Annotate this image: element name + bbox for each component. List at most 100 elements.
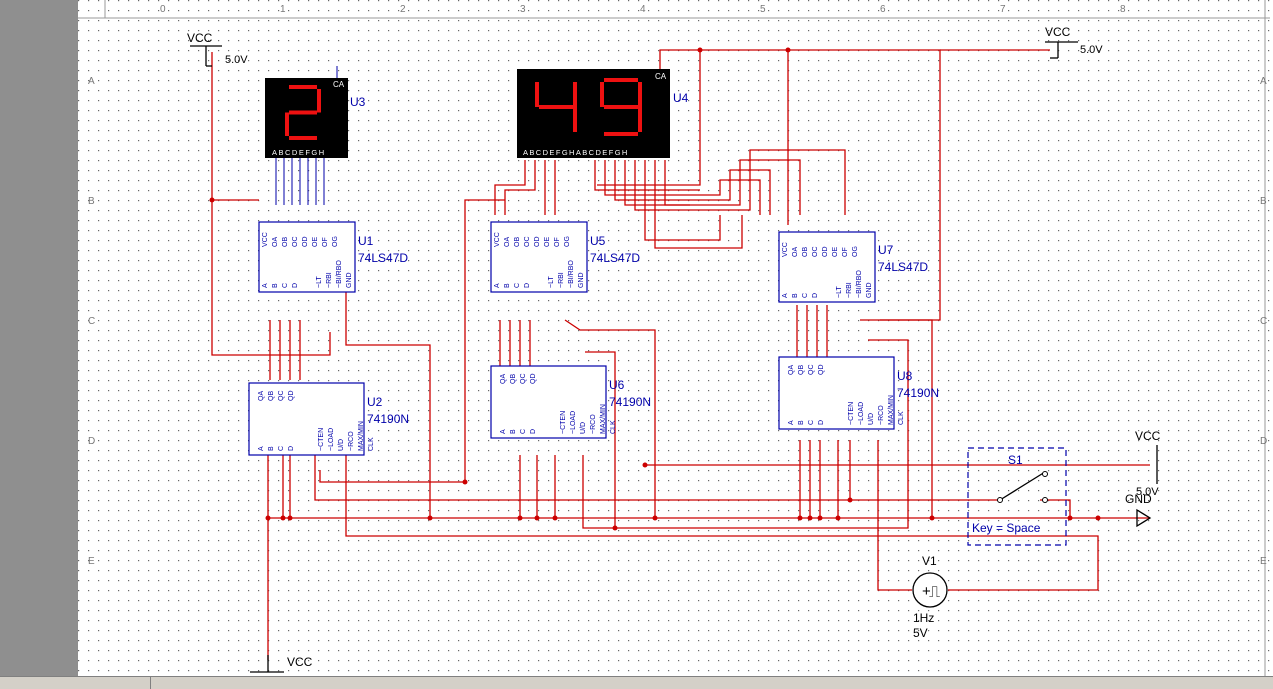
side-ruler: A B C D E A B C D E	[88, 76, 1267, 567]
ruler-col-5: 5	[760, 4, 766, 15]
vcc-source-bottom[interactable]: VCC	[250, 655, 313, 673]
decoder-u7-part: 74LS47D	[878, 260, 928, 274]
u2-pin-bottom-1: B	[268, 446, 275, 451]
schematic-canvas[interactable]: 0 1 2 3 4 5 6 7 8 A B C D E A B C D E	[78, 0, 1273, 676]
u8-pin-bottom-1: B	[798, 420, 805, 425]
ruler-col-1: 1	[280, 4, 286, 15]
ground-symbol[interactable]: GND	[1125, 492, 1152, 528]
u5-pin-bottom-1: B	[504, 283, 511, 288]
u2-pin-top-3: QD	[288, 391, 295, 402]
u5-pin-bottom-7: GND	[578, 272, 585, 288]
counter-u8-part: 74190N	[897, 386, 939, 400]
segment-g	[604, 105, 638, 109]
u5-pin-bottom-3: D	[524, 283, 531, 288]
clock-source-v1[interactable]: + ⎍ V1 1Hz 5V	[912, 554, 948, 640]
u2-pin-bottom-2: C	[278, 446, 285, 451]
segment-b	[573, 82, 577, 107]
u6-pin-bottom-8: MAX/MIN	[600, 404, 607, 434]
vcc-source-top-right[interactable]: VCC 5.0V	[1045, 25, 1103, 59]
vcc-source-right[interactable]: VCC 5.0V	[1135, 429, 1161, 498]
display-u4[interactable]: CA ABCDEFGHABCDEFGH U4	[517, 69, 689, 158]
vcc-source-top-left[interactable]: VCC 5.0V	[187, 31, 248, 67]
vcc-right-label: VCC	[1135, 429, 1161, 443]
u8-pin-bottom-0: A	[788, 420, 795, 425]
u5-pin-top-7: OG	[564, 236, 571, 247]
u8-pin-bottom-7: ~RCO	[878, 405, 885, 425]
counter-u6[interactable]: U6 74190N	[490, 365, 651, 439]
display-u3-digits	[285, 85, 321, 140]
u6-pin-bottom-3: D	[530, 429, 537, 434]
u5-pin-top-0: VCC	[494, 232, 501, 247]
status-bar	[0, 676, 1273, 689]
wires	[211, 49, 1150, 660]
gnd-label: GND	[1125, 492, 1152, 506]
u2-pin-bottom-7: ~RCO	[348, 431, 355, 451]
u7-pin-top-6: OF	[842, 247, 849, 257]
display-u4-digits	[535, 78, 642, 136]
u7-pin-bottom-4: ~LT	[836, 286, 843, 298]
ruler-col-7: 7	[1000, 4, 1006, 15]
segment-c	[638, 107, 642, 132]
u5-pin-bottom-5: ~RBI	[558, 272, 565, 288]
switch-key-label: Key = Space	[972, 521, 1041, 535]
u8-pin-top-2: QC	[808, 365, 815, 376]
u5-pin-bottom-2: C	[514, 283, 521, 288]
u2-pin-bottom-0: A	[258, 446, 265, 451]
u7-pin-bottom-2: C	[802, 293, 809, 298]
decoder-u5[interactable]: U5 74LS47D	[490, 221, 640, 293]
u7-pin-bottom-5: ~RBI	[846, 282, 853, 298]
decoder-u7[interactable]: U7 74LS47D	[778, 231, 928, 303]
clock-v1-freq: 1Hz	[913, 611, 934, 625]
decoder-u5-part: 74LS47D	[590, 251, 640, 265]
u5-pin-top-2: OB	[514, 237, 521, 247]
u5-pin-bottom-6: ~BI/RBO	[568, 260, 575, 288]
u8-pin-bottom-5: ~LOAD	[858, 402, 865, 425]
ruler-row-e-right: E	[1260, 556, 1267, 567]
display-u4-badge: CA	[655, 72, 667, 81]
u2-pin-bottom-4: ~CTEN	[318, 428, 325, 451]
ruler-row-b: B	[88, 196, 95, 207]
counter-u6-part: 74190N	[609, 395, 651, 409]
segment-a	[604, 78, 638, 82]
u1-pin-top-7: OG	[332, 236, 339, 247]
clock-v1-amp: 5V	[913, 626, 928, 640]
counter-u2[interactable]: U2 74190N	[248, 382, 409, 456]
u1-pin-bottom-7: GND	[346, 272, 353, 288]
u8-pin-bottom-6: U/D	[868, 413, 875, 425]
u7-pin-bottom-3: D	[812, 293, 819, 298]
u2-pin-bottom-3: D	[288, 446, 295, 451]
segment-f	[600, 82, 604, 107]
u1-pin-bottom-3: D	[292, 283, 299, 288]
u5-pin-top-4: OD	[534, 237, 541, 248]
segment-d	[604, 132, 638, 136]
u1-pin-top-5: OE	[312, 237, 319, 247]
counter-u8[interactable]: U8 74190N	[778, 356, 939, 430]
u8-pin-bottom-8: MAX/MIN	[888, 395, 895, 425]
display-u4-ref: U4	[673, 91, 689, 105]
decoder-u1[interactable]: U1 74LS47D	[258, 221, 408, 293]
u6-pin-bottom-1: B	[510, 429, 517, 434]
vcc-bottom-label: VCC	[287, 655, 313, 669]
u5-pin-top-1: OA	[504, 237, 511, 247]
u1-pin-top-2: OB	[282, 237, 289, 247]
u6-pin-top-0: QA	[500, 374, 507, 384]
ruler-row-a: A	[88, 76, 95, 87]
segment-a	[289, 85, 317, 89]
ruler-col-0: 0	[160, 4, 166, 15]
ruler-row-d-right: D	[1260, 436, 1267, 447]
segment-g	[289, 110, 317, 115]
u6-pin-bottom-4: ~CTEN	[560, 411, 567, 434]
vcc-top-left-label: VCC	[187, 31, 213, 45]
u5-pin-bottom-0: A	[494, 283, 501, 288]
display-u3-badge: CA	[333, 80, 345, 89]
vcc-top-left-value: 5.0V	[225, 54, 248, 66]
junctions	[209, 47, 1101, 531]
u1-pin-top-0: VCC	[262, 232, 269, 247]
display-u3[interactable]: CA ABCDEFGH U3	[265, 78, 366, 158]
u8-pin-bottom-2: C	[808, 420, 815, 425]
switch-s1[interactable]: S1 Key = Space	[967, 447, 1067, 546]
u6-pin-top-3: QD	[530, 374, 537, 385]
ruler-row-d: D	[88, 436, 95, 447]
display-pin-leads	[275, 66, 338, 205]
u1-pin-top-1: OA	[272, 237, 279, 247]
